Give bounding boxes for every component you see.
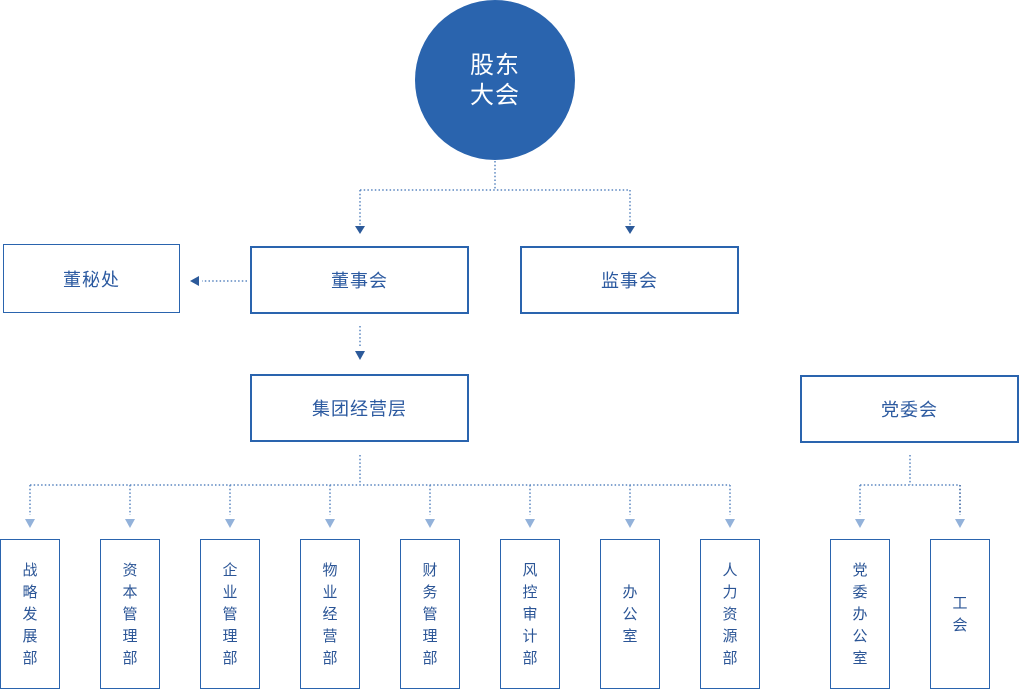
board-node: 董事会 (250, 246, 469, 314)
party-committee-node: 党委会 (800, 375, 1019, 443)
arrow-down-icon (25, 519, 35, 528)
party-committee-label: 党委会 (881, 400, 938, 421)
party-department-label: 党委办公室 (852, 561, 868, 667)
shareholders-label-line2: 大会 (470, 81, 520, 109)
department-label: 人力资源部 (722, 561, 738, 667)
arrow-down-icon (525, 519, 535, 528)
shareholders-node: 股东 大会 (415, 0, 575, 160)
arrow-down-icon (125, 519, 135, 528)
board-secretary-node: 董秘处 (3, 244, 180, 313)
board-label: 董事会 (331, 271, 388, 292)
department-node: 物业经营部 (300, 539, 360, 689)
management-node: 集团经营层 (250, 374, 469, 442)
arrow-down-icon (225, 519, 235, 528)
board-secretary-label: 董秘处 (63, 269, 120, 291)
department-node: 战略发展部 (0, 539, 60, 689)
party-department-node: 工会 (930, 539, 990, 689)
arrow-down-icon (725, 519, 735, 528)
party-department-label: 工会 (952, 594, 968, 634)
arrow-down-icon (955, 519, 965, 528)
management-label: 集团经营层 (312, 399, 407, 420)
department-node: 企业管理部 (200, 539, 260, 689)
arrow-down-icon (355, 226, 365, 234)
arrow-down-icon (355, 351, 365, 360)
department-label: 战略发展部 (22, 561, 38, 667)
arrow-down-icon (625, 519, 635, 528)
supervisors-node: 监事会 (520, 246, 739, 314)
supervisors-label: 监事会 (601, 271, 658, 292)
department-label: 财务管理部 (422, 561, 438, 667)
department-node: 资本管理部 (100, 539, 160, 689)
arrow-down-icon (625, 226, 635, 234)
shareholders-label-line1: 股东 (470, 51, 520, 79)
department-node: 财务管理部 (400, 539, 460, 689)
arrow-left-icon (190, 276, 199, 286)
department-label: 企业管理部 (222, 561, 238, 667)
department-label: 物业经营部 (322, 561, 338, 667)
department-label: 风控审计部 (522, 561, 538, 667)
arrow-down-icon (325, 519, 335, 528)
department-node: 办公室 (600, 539, 660, 689)
department-node: 风控审计部 (500, 539, 560, 689)
arrow-down-icon (855, 519, 865, 528)
arrow-down-icon (425, 519, 435, 528)
party-department-node: 党委办公室 (830, 539, 890, 689)
department-node: 人力资源部 (700, 539, 760, 689)
department-label: 办公室 (622, 583, 638, 645)
department-label: 资本管理部 (122, 561, 138, 667)
